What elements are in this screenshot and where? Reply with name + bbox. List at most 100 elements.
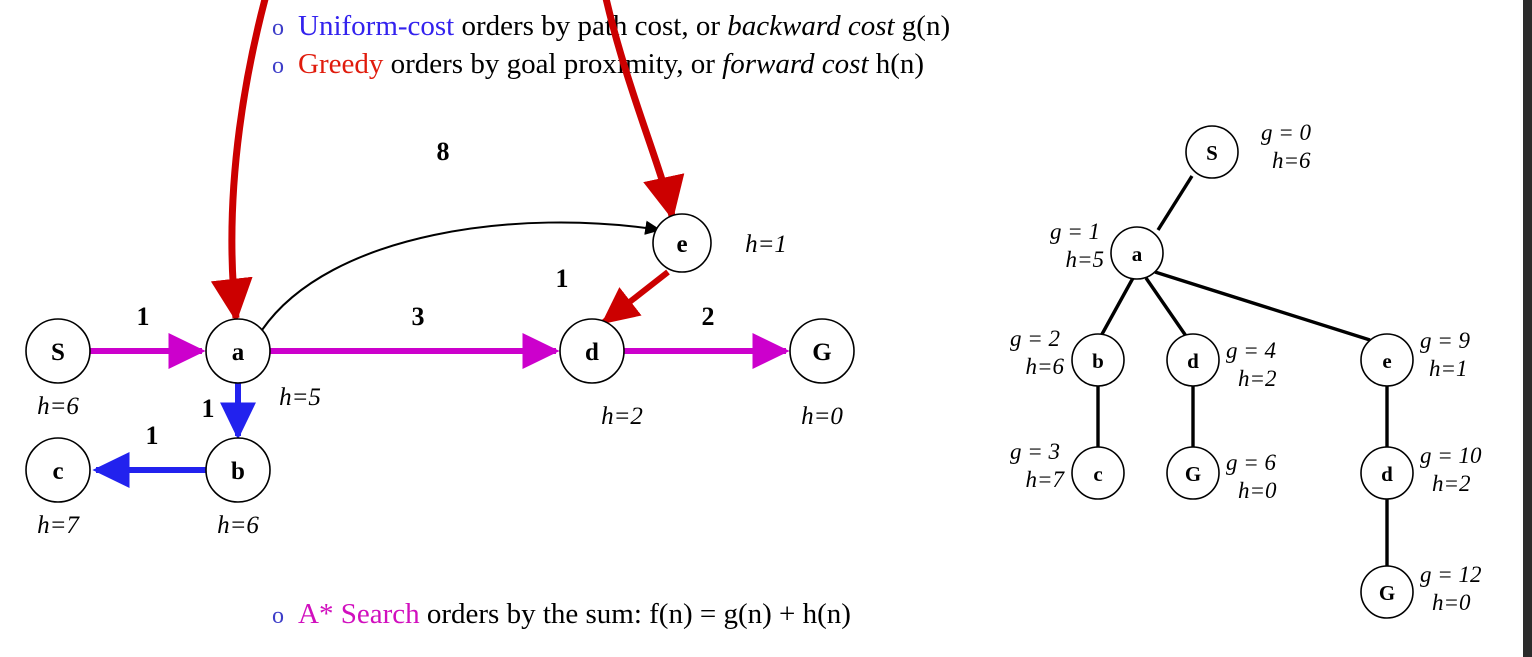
tree-node-h-G-left: h=0 (1238, 478, 1277, 503)
edge-e-d (601, 269, 670, 325)
graph-node-h-e: h=1 (745, 231, 787, 258)
graph-node-h-b: h=6 (217, 512, 259, 539)
tree-node-label-e: e (1382, 349, 1391, 373)
tree-node-d-deep[interactable]: d g = 10 h=2 (1360, 443, 1482, 500)
tree-node-h-d: h=2 (1238, 366, 1277, 391)
graph-node-circle-G (789, 318, 855, 384)
graph-node-label-b: b (231, 458, 245, 485)
tree-node-g-c: g = 3 (1010, 439, 1060, 464)
tree-node-c[interactable]: c g = 3 h=7 (1010, 439, 1125, 500)
tree-node-circle-d (1166, 333, 1220, 387)
tree-node-G-left[interactable]: G g = 6 h=0 (1166, 446, 1277, 503)
tree-node-g-b: g = 2 (1010, 326, 1060, 351)
tree-node-circle-G-left (1166, 446, 1220, 500)
tree-node-circle-c (1071, 446, 1125, 500)
tree-node-label-d: d (1187, 349, 1199, 373)
tree-node-h-S: h=6 (1272, 148, 1311, 173)
tree-node-g-a: g = 1 (1050, 219, 1100, 244)
graph-node-G[interactable]: G h=0 (789, 318, 855, 430)
graph-node-circle-b (205, 437, 271, 503)
graph-node-a[interactable]: a h=5 (205, 318, 321, 411)
tree-node-h-b: h=6 (1025, 354, 1064, 379)
bullet-keyword-astar: A* Search (298, 598, 420, 630)
tree-node-g-d: g = 4 (1226, 338, 1276, 363)
graph-node-h-d: h=2 (601, 403, 643, 430)
graph-node-c[interactable]: c h=7 (25, 437, 91, 539)
edge-cost-a-d: 3 (412, 302, 425, 331)
tree-edge-a-b (1099, 277, 1135, 337)
bullet-keyword-greedy: Greedy (298, 48, 384, 80)
graph-node-h-c: h=7 (37, 512, 80, 539)
red-pointer-to-e (602, 0, 685, 221)
bullet-greedy: o Greedy orders by goal proximity, or for… (272, 50, 924, 79)
bullet-marker-icon: o (272, 15, 284, 41)
graph-node-circle-a (205, 318, 271, 384)
tree-node-b[interactable]: b g = 2 h=6 (1010, 326, 1125, 387)
graph-node-circle-c (25, 437, 91, 503)
red-pointer-to-a (210, 0, 269, 323)
graph-node-label-G: G (812, 339, 831, 366)
red-annotation-arrows (210, 0, 685, 323)
tree-node-h-G-deep: h=0 (1432, 590, 1471, 615)
bullet-keyword-uniform-cost: Uniform-cost (298, 10, 455, 42)
tree-node-h-c: h=7 (1025, 467, 1065, 492)
graph-node-circle-S (25, 318, 91, 384)
tree-node-circle-a (1110, 226, 1164, 280)
tree-edge-a-d (1144, 277, 1188, 337)
search-tree: S g = 0 h=6 a g = 1 h=5 b g = 2 h=6 d g … (1010, 120, 1482, 619)
tree-edge-a-e (1154, 270, 1371, 342)
graph-node-label-S: S (51, 339, 65, 366)
tree-node-circle-G-deep (1360, 565, 1414, 619)
bullet-marker-icon: o (272, 603, 284, 629)
tree-node-label-b: b (1092, 349, 1104, 373)
bullet-text-greedy: orders by goal proximity, or (383, 48, 723, 80)
bullet-italic-forward-cost: forward cost (722, 48, 869, 80)
tree-node-label-G-left: G (1185, 462, 1201, 486)
tree-node-circle-e (1360, 333, 1414, 387)
graph-node-label-e: e (676, 231, 687, 258)
graph-node-label-a: a (232, 339, 245, 366)
tree-node-label-a: a (1132, 242, 1143, 266)
tree-node-d[interactable]: d g = 4 h=2 (1166, 333, 1277, 391)
edge-cost-a-e: 8 (437, 137, 450, 166)
tree-node-label-G-deep: G (1379, 581, 1395, 605)
graph-node-S[interactable]: S h=6 (25, 318, 91, 420)
bullet-tail-hn: h(n) (868, 48, 925, 80)
tree-edge-S-a (1156, 175, 1194, 231)
tree-node-a[interactable]: a g = 1 h=5 (1050, 219, 1164, 280)
tree-node-h-d-deep: h=2 (1432, 471, 1471, 496)
tree-node-g-G-left: g = 6 (1226, 450, 1277, 475)
edge-cost-d-G: 2 (702, 302, 715, 331)
bullet-astar: o A* Search orders by the sum: f(n) = g(n… (272, 600, 851, 629)
tree-node-circle-d-deep (1360, 446, 1414, 500)
tree-node-g-d-deep: g = 10 (1420, 443, 1482, 468)
state-space-graph: 8 1 3 2 1 1 1 S h=6 (25, 137, 855, 539)
tree-node-g-G-deep: g = 12 (1420, 562, 1482, 587)
tree-node-g-e: g = 9 (1420, 328, 1471, 353)
graph-node-h-S: h=6 (37, 393, 79, 420)
graph-node-d[interactable]: d h=2 (559, 318, 643, 430)
tree-node-e[interactable]: e g = 9 h=1 (1360, 328, 1471, 387)
tree-node-label-S: S (1206, 141, 1218, 165)
graph-node-circle-d (559, 318, 625, 384)
graph-node-b[interactable]: b h=6 (205, 437, 271, 539)
bullet-text-astar: orders by the sum: f(n) = g(n) + h(n) (419, 598, 851, 630)
edge-cost-S-a: 1 (137, 302, 150, 331)
tree-node-label-d-deep: d (1381, 462, 1393, 486)
graph-node-label-c: c (52, 458, 63, 485)
graph-node-circle-e (652, 213, 712, 273)
edge-cost-a-b: 1 (202, 394, 215, 423)
bullet-marker-icon: o (272, 53, 284, 79)
tree-node-label-c: c (1093, 462, 1102, 486)
graph-node-label-d: d (585, 339, 599, 366)
tree-node-h-e: h=1 (1429, 356, 1468, 381)
tree-node-G-deep[interactable]: G g = 12 h=0 (1360, 562, 1482, 619)
edge-cost-b-c: 1 (146, 421, 159, 450)
bullet-italic-backward-cost: backward cost (727, 10, 895, 42)
edge-a-e (261, 220, 662, 331)
slide-right-edge-strip (1523, 0, 1532, 657)
tree-node-S[interactable]: S g = 0 h=6 (1185, 120, 1312, 179)
graph-node-h-G: h=0 (801, 403, 843, 430)
graph-node-e[interactable]: e h=1 (652, 213, 787, 273)
